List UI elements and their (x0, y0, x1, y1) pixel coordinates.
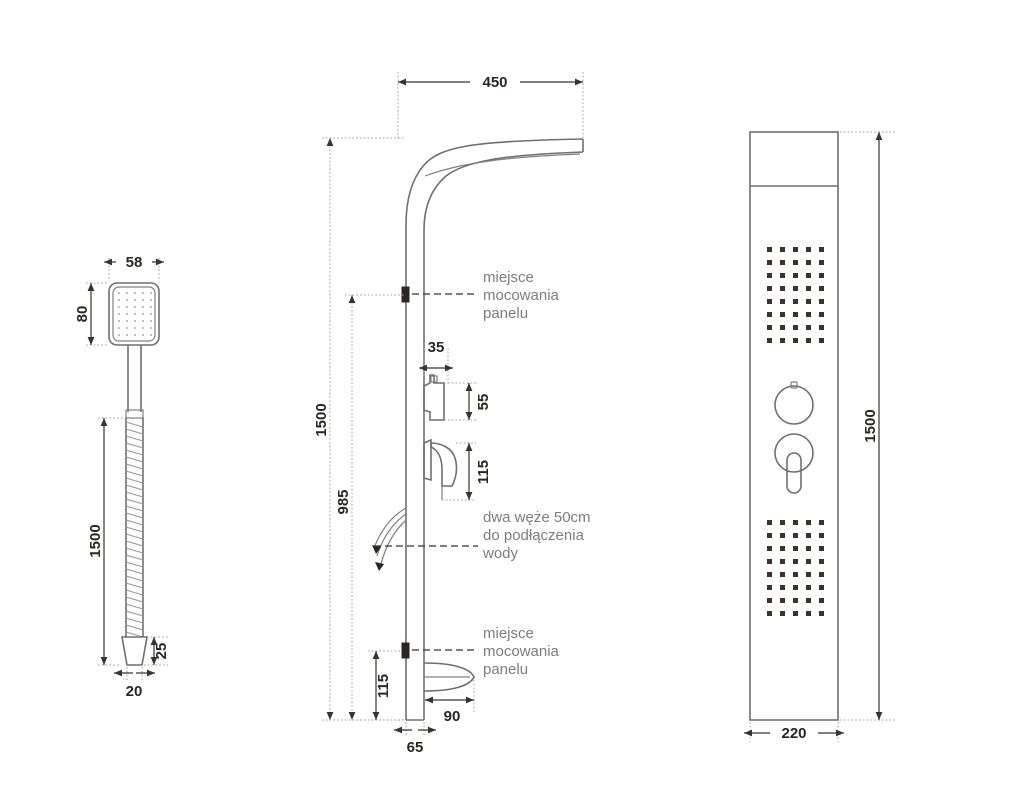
panel-side-view: 450 1500 985 35 (313, 72, 591, 756)
dim-hose-length: 1500 (87, 417, 124, 666)
upper-jet-grid (767, 247, 824, 343)
note-hoses-line-2: do podłączenia (483, 527, 585, 544)
diverter-knob[interactable] (774, 381, 814, 425)
dim-spout-height: 115 (368, 650, 404, 721)
panel-front-view: 1500 220 (744, 131, 895, 742)
panel-body-outline (749, 131, 839, 721)
shower-arm-crease (424, 153, 581, 177)
water-hoses (372, 507, 407, 571)
note-mount-top-line-3: panelu (483, 305, 528, 322)
dim-label-25: 25 (153, 643, 170, 660)
mount-bracket-bottom (401, 642, 410, 659)
dim-label-115-spout: 115 (375, 674, 392, 698)
note-mount-top-line-2: mocowania (483, 287, 560, 304)
diverter-valve-profile (423, 374, 445, 421)
hand-shower-handle (127, 345, 142, 412)
shower-arm-outer-profile (405, 138, 584, 720)
dim-total-height-front: 1500 (840, 131, 895, 721)
hand-shower-head-face (112, 286, 156, 342)
dim-label-450: 450 (482, 74, 507, 91)
dim-arm-reach: 450 (397, 72, 584, 138)
dim-panel-width: 220 (744, 722, 844, 742)
lower-jet-grid (767, 520, 824, 616)
dim-label-58: 58 (126, 254, 143, 271)
dim-mixer-height: 985 (335, 294, 404, 721)
note-mount-bottom: miejsce mocowania panelu (483, 625, 560, 678)
shower-hose (125, 418, 144, 638)
note-mount-top: miejsce mocowania panelu (483, 269, 560, 322)
dim-label-985: 985 (335, 489, 352, 514)
dim-spout-reach: 90 (425, 680, 475, 725)
mixer-valve-profile (423, 438, 458, 500)
dim-label-220: 220 (781, 725, 806, 742)
hand-shower-view: 58 80 1500 25 (74, 254, 170, 700)
dim-label-20: 20 (126, 683, 143, 700)
dim-head-width: 58 (104, 254, 164, 281)
dim-diverter-size: 55 (444, 382, 492, 421)
dim-label-35: 35 (428, 339, 445, 356)
dim-cone-width: 20 (114, 667, 155, 700)
dim-label-55: 55 (475, 394, 492, 411)
hose-collar (125, 409, 144, 419)
bottom-spout (423, 662, 475, 692)
hand-shower-head (108, 282, 160, 346)
dim-panel-depth: 65 (394, 722, 436, 756)
dim-label-90: 90 (444, 708, 461, 725)
note-mount-bottom-line-3: panelu (483, 661, 528, 678)
note-mount-bottom-line-1: miejsce (483, 625, 534, 642)
hose-end-cone (121, 636, 148, 666)
dim-label-1500-hose: 1500 (87, 524, 104, 557)
dim-label-1500-front: 1500 (862, 409, 879, 442)
note-hoses: dwa węże 50cm do podłączenia wody (482, 509, 591, 562)
dim-total-height-side: 1500 (313, 137, 404, 721)
note-hoses-line-1: dwa węże 50cm (483, 509, 591, 526)
note-hoses-line-3: wody (482, 545, 519, 562)
mixer-lever[interactable] (774, 433, 814, 494)
dim-mixer-size: 115 (442, 442, 492, 501)
dim-label-80: 80 (74, 306, 91, 323)
dim-label-115-mixer: 115 (475, 460, 492, 484)
note-mount-top-line-1: miejsce (483, 269, 534, 286)
shower-arm-inner-profile (423, 151, 584, 720)
dim-head-height: 80 (74, 282, 107, 346)
dim-label-65: 65 (407, 739, 424, 756)
dim-diverter-offset: 35 (419, 339, 453, 386)
dim-cone-height: 25 (144, 636, 170, 666)
hand-shower-dot-grid (117, 291, 153, 337)
dim-label-1500-side: 1500 (313, 403, 330, 436)
note-mount-bottom-line-2: mocowania (483, 643, 560, 660)
